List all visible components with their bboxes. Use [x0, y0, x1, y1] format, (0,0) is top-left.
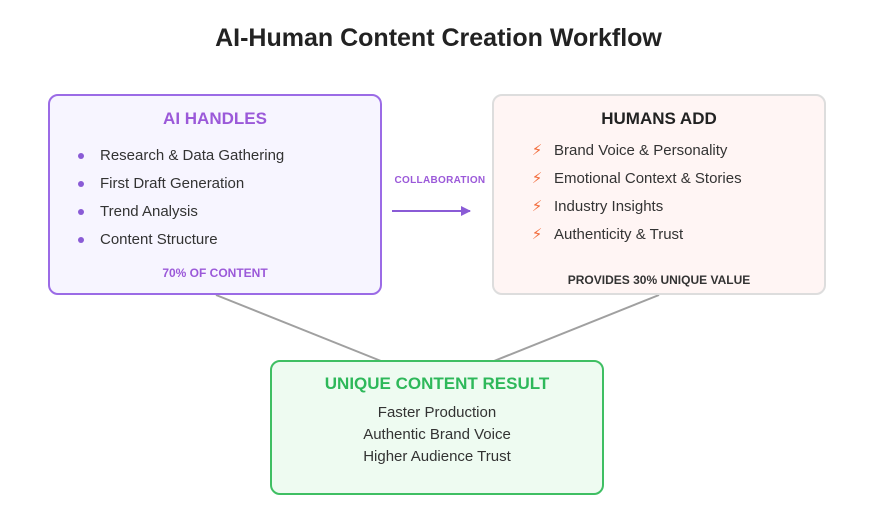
connector-ai-to-result: [215, 294, 382, 362]
dot-icon: [78, 209, 84, 215]
list-item-label: Content Structure: [100, 231, 218, 248]
list-item: ⚡ Emotional Context & Stories: [530, 169, 742, 197]
connector-human-to-result: [493, 294, 660, 362]
result-heading: UNIQUE CONTENT RESULT: [324, 374, 550, 393]
list-item-label: Research & Data Gathering: [100, 147, 285, 164]
dot-icon: [78, 237, 84, 243]
unique-content-result-box: UNIQUE CONTENT RESULT Faster Production …: [270, 360, 604, 495]
lightning-icon: ⚡: [531, 226, 543, 243]
list-item-label: Authenticity & Trust: [554, 226, 684, 243]
ai-share-note: 70% OF CONTENT: [162, 266, 268, 280]
lightning-icon: ⚡: [531, 142, 543, 159]
humans-add-list: ⚡ Brand Voice & Personality ⚡ Emotional Co…: [530, 141, 742, 253]
list-item: Trend Analysis: [78, 202, 284, 230]
result-list: Faster Production Authentic Brand Voice …: [272, 402, 602, 468]
list-item: ⚡ Authenticity & Trust: [530, 225, 742, 253]
list-item-label: Emotional Context & Stories: [554, 170, 742, 187]
ai-handles-box: AI HANDLES Research & Data Gathering Fir…: [48, 94, 382, 295]
lightning-icon: ⚡: [531, 198, 543, 215]
list-item: Content Structure: [78, 230, 284, 258]
lightning-icon: ⚡: [531, 170, 543, 187]
result-item: Authentic Brand Voice: [363, 426, 511, 443]
result-item: Faster Production: [377, 404, 497, 421]
humans-add-box: HUMANS ADD ⚡ Brand Voice & Personality ⚡ E…: [492, 94, 826, 295]
humans-add-heading: HUMANS ADD: [601, 109, 717, 128]
list-item: Research & Data Gathering: [78, 146, 284, 174]
diagram-title: AI-Human Content Creation Workflow: [215, 24, 662, 52]
dot-icon: [78, 153, 84, 159]
list-item-label: Brand Voice & Personality: [554, 142, 728, 159]
list-item-label: Industry Insights: [554, 198, 664, 215]
ai-handles-list: Research & Data Gathering First Draft Ge…: [78, 146, 284, 258]
list-item: First Draft Generation: [78, 174, 284, 202]
dot-icon: [78, 181, 84, 187]
list-item-label: First Draft Generation: [100, 175, 245, 192]
human-value-note: PROVIDES 30% UNIQUE VALUE: [567, 273, 751, 287]
list-item: ⚡ Industry Insights: [530, 197, 742, 225]
list-item: ⚡ Brand Voice & Personality: [530, 141, 742, 169]
collaboration-label: COLLABORATION: [394, 175, 486, 186]
list-item-label: Trend Analysis: [100, 203, 198, 220]
result-item: Higher Audience Trust: [363, 448, 511, 465]
ai-handles-heading: AI HANDLES: [163, 109, 267, 128]
